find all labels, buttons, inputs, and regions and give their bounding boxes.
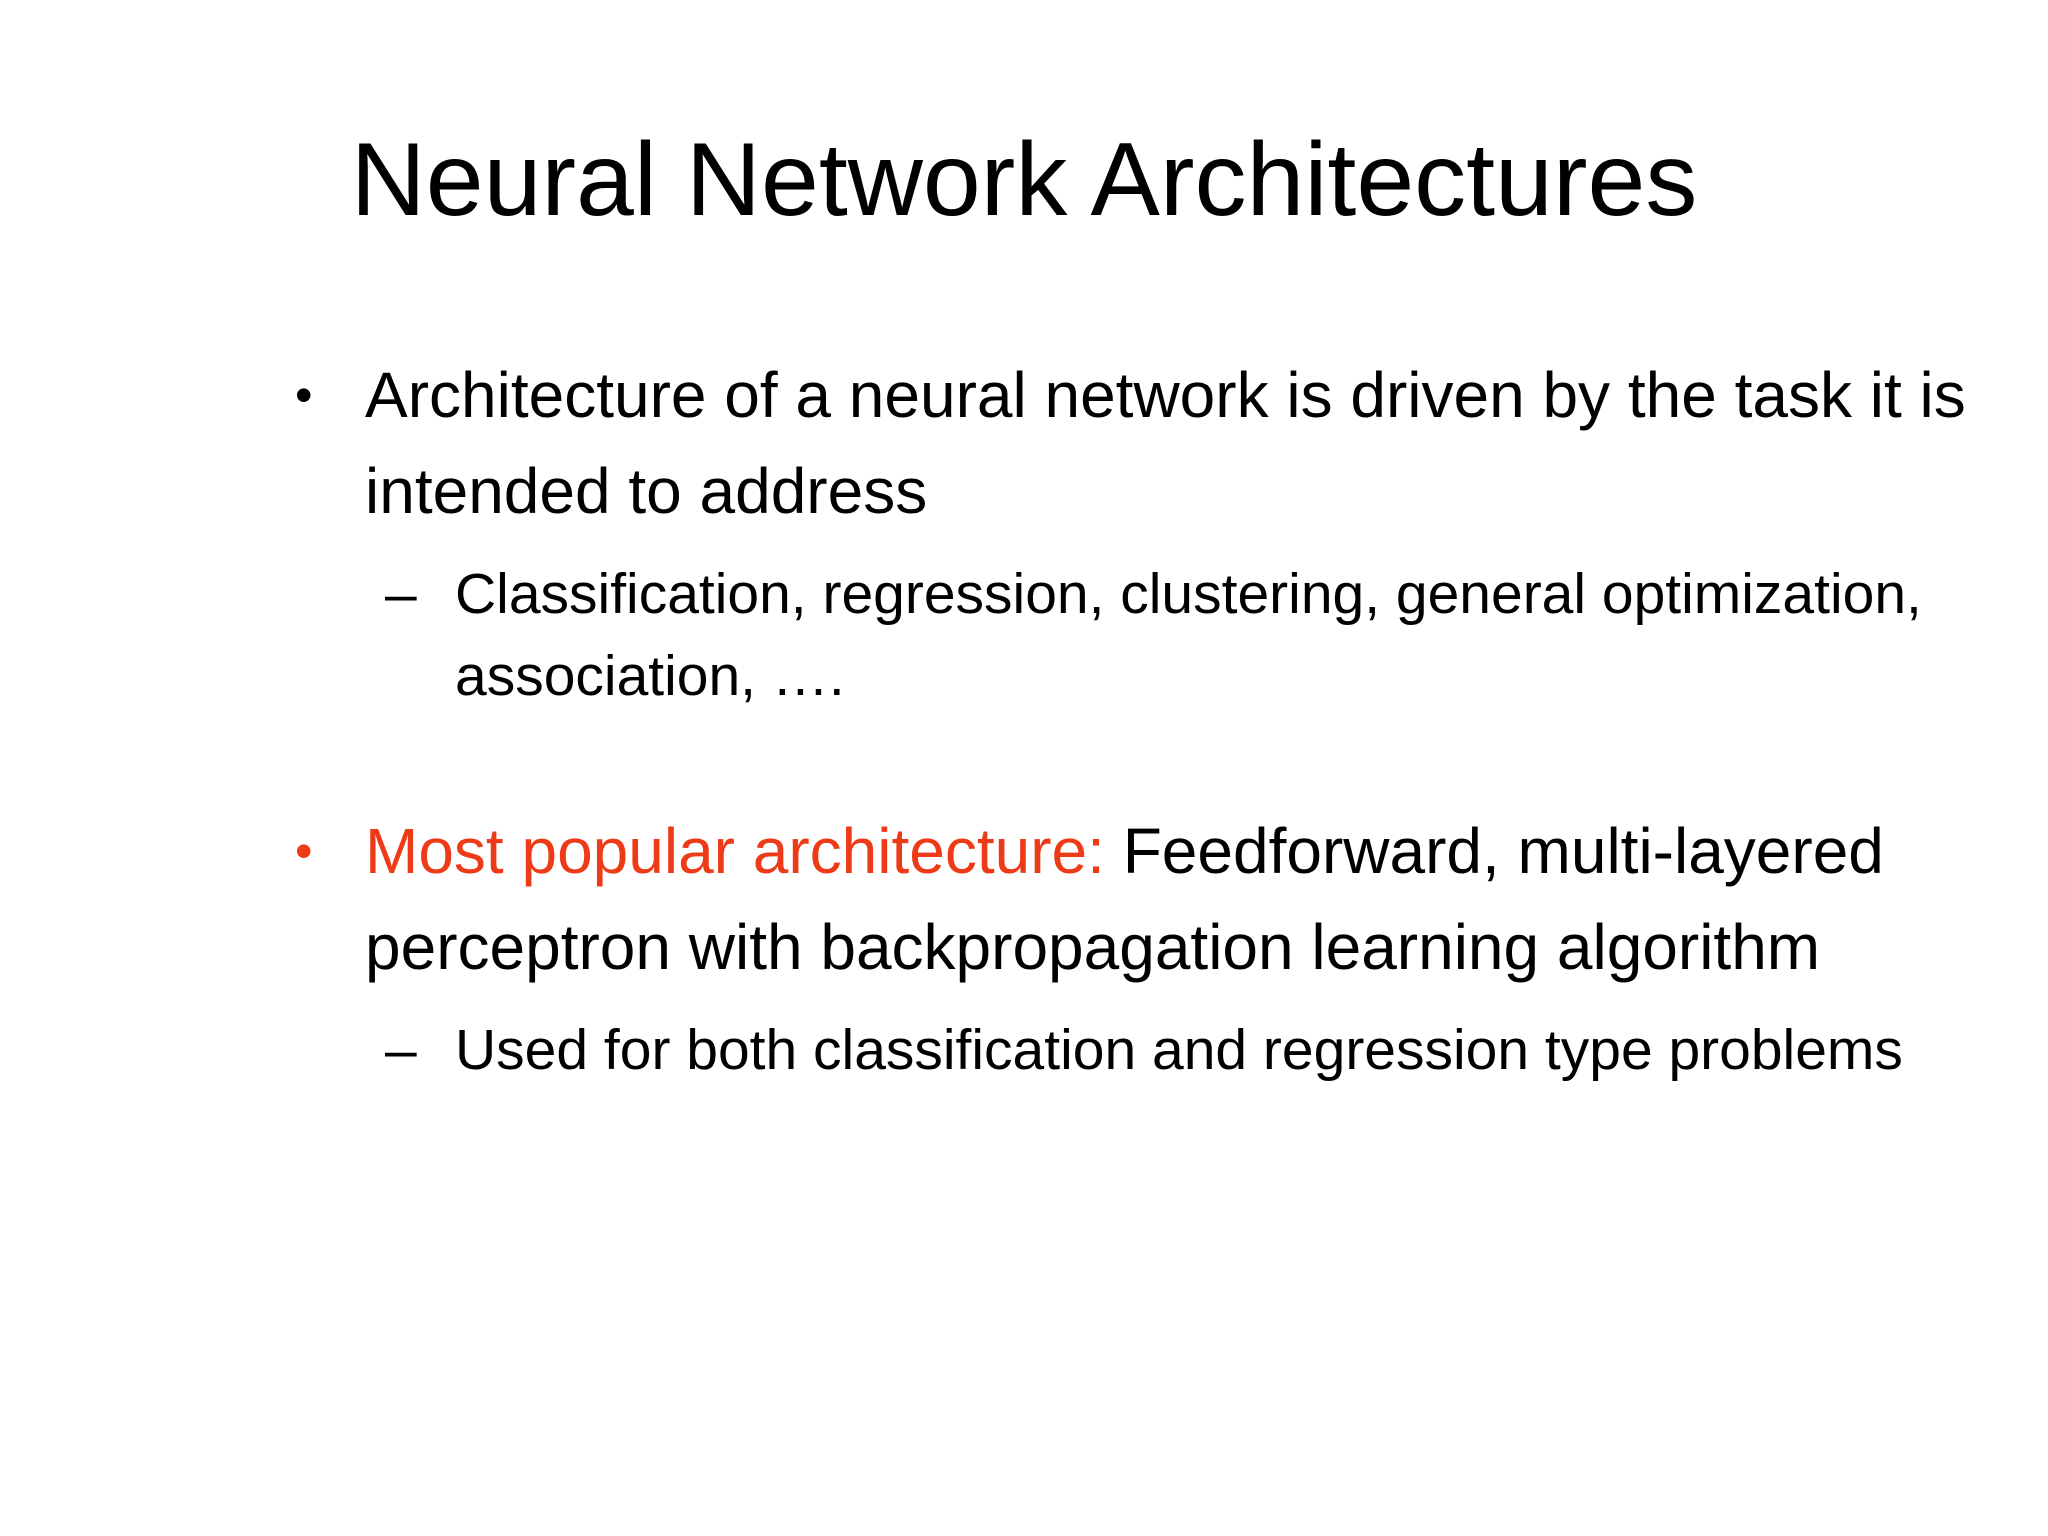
bullet-list: • Architecture of a neural network is dr… — [295, 347, 1975, 1091]
subbullet-text: Classification, regression, clustering, … — [455, 562, 1922, 708]
bullet-text-rest: Feedforward, multi-layered perceptron wi… — [365, 815, 1884, 983]
bullet-item-most-popular: • Most popular architecture: Feedforward… — [295, 803, 1975, 995]
bullet-text-highlight: Most popular architecture: — [365, 815, 1123, 887]
subbullet-item-usage: – Used for both classification and regre… — [385, 1009, 1975, 1091]
dash-marker-icon: – — [385, 1018, 417, 1082]
bullet-dot-icon: • — [295, 367, 313, 423]
bullet-dot-icon: • — [295, 823, 313, 879]
subbullet-item-tasks: – Classification, regression, clustering… — [385, 553, 1975, 717]
slide-title: Neural Network Architectures — [350, 122, 1698, 238]
bullet-text: Most popular architecture: Feedforward, … — [365, 803, 1975, 995]
bullet-item-architecture: • Architecture of a neural network is dr… — [295, 347, 1975, 539]
dash-marker-icon: – — [385, 562, 417, 626]
bullet-text: Architecture of a neural network is driv… — [365, 359, 1966, 527]
subbullet-text: Used for both classification and regress… — [455, 1018, 1903, 1082]
